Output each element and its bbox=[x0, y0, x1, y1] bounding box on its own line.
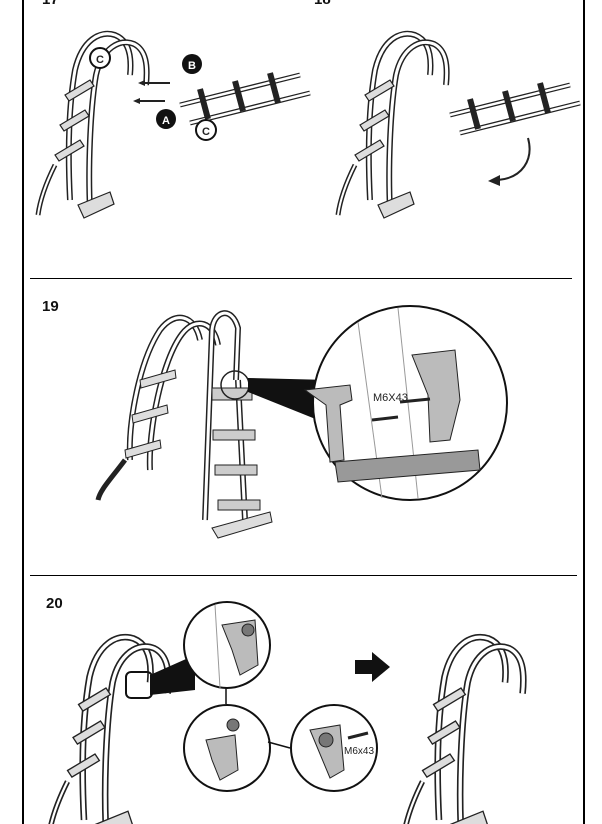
bolt-label-19: M6X43 bbox=[373, 392, 408, 404]
step-20-detail-top bbox=[183, 601, 271, 689]
step-19-detail: M6X43 bbox=[303, 305, 508, 501]
step-18-illustration bbox=[338, 34, 580, 218]
bolt-label-20: M6x43 bbox=[344, 746, 374, 757]
callout-a: A bbox=[156, 109, 176, 129]
step-18-number: 18 bbox=[314, 0, 331, 8]
divider-2 bbox=[30, 575, 577, 576]
callout-c-bottom: C bbox=[195, 119, 217, 141]
step-19-number: 19 bbox=[42, 298, 59, 315]
callout-b: B bbox=[182, 54, 202, 74]
step-20-detail-bolt: M6x43 bbox=[290, 704, 378, 792]
svg-text:B: B bbox=[188, 60, 196, 72]
step-20-detail-bottom bbox=[183, 704, 291, 792]
svg-text:C: C bbox=[96, 54, 104, 66]
divider-1 bbox=[30, 278, 572, 279]
step-17-illustration: C B A C bbox=[38, 34, 310, 218]
step-20-number: 20 bbox=[46, 595, 63, 612]
next-arrow-icon bbox=[355, 652, 390, 682]
step-19-illustration: M6X43 bbox=[95, 305, 508, 539]
callout-c-top: C bbox=[89, 47, 111, 69]
rotate-arrow-icon bbox=[488, 175, 500, 186]
right-border bbox=[583, 0, 585, 824]
step-20-illustration: M6x43 bbox=[49, 601, 524, 824]
left-border bbox=[22, 0, 24, 824]
svg-text:A: A bbox=[162, 115, 170, 127]
step-17-number: 17 bbox=[42, 0, 59, 8]
svg-text:C: C bbox=[202, 126, 210, 138]
